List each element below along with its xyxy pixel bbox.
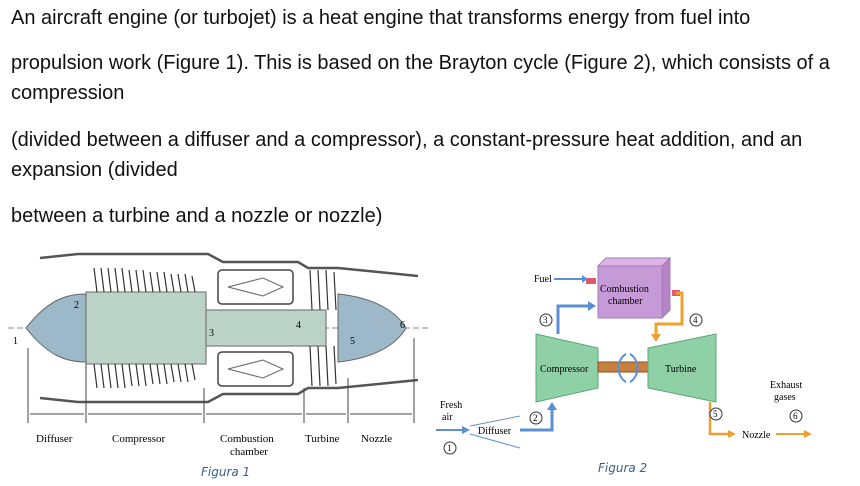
flow-diffuser-to-compressor [520,408,554,432]
station-3-circle [539,313,553,327]
figure-2-caption: Figura 2 [598,461,647,475]
figure-2-brayton-diagram: Combustion chamber Fuel 3 4 Compressor T… [436,256,812,475]
paragraph-line-4: (divided between a diffuser and a compre… [11,129,803,151]
casing-bottom [39,378,419,404]
shaft-rotation-icon [617,353,639,383]
label-diffuser: Diffuser [36,433,73,445]
station-2-circle [529,411,543,425]
combustion-box-top [596,257,672,267]
station-6-circle [789,409,803,423]
f2-combustion-2: chamber [608,296,643,307]
station-4-label: 4 [296,320,301,331]
combustor-can-top [217,269,294,305]
paragraph-line-2: propulsion work (Figure 1). This is base… [11,52,830,74]
f2-station-6: 6 [793,411,798,421]
flame-top [227,277,285,297]
station-6-label: 6 [400,320,405,331]
flow-arrowhead-4 [651,334,661,342]
combustion-chamber-box [597,265,663,319]
fuel-injector [586,278,596,284]
station-3-label: 3 [209,328,214,339]
compressor-blades [93,267,196,389]
f2-turbine: Turbine [665,364,697,375]
paragraph-line-6: between a turbine and a nozzle or nozzle… [11,205,383,227]
label-nozzle: Nozzle [361,433,392,445]
f2-station-4: 4 [693,315,698,325]
flow-arrowhead-5 [728,430,736,438]
diffuser-walls [469,415,521,449]
label-combustion-2: chamber [230,446,268,458]
shaft [205,309,327,347]
f2-station-1: 1 [447,443,452,453]
f2-combustion-1: Combustion [600,284,649,295]
exhaust-arrowhead [804,430,812,438]
station-2-label: 2 [74,300,79,311]
label-turbine: Turbine [305,433,340,445]
compressor-shape [535,333,599,403]
f2-diffuser: Diffuser [478,426,512,437]
tail-cone [337,293,407,363]
casing-top [39,252,419,278]
station-1-circle [443,441,457,455]
flow-combustor-to-turbine [654,291,684,336]
flow-compressor-to-combustor [556,304,590,334]
f2-station-5: 5 [713,409,718,419]
combustor-can-bottom [217,351,294,387]
figure-1-caption: Figura 1 [201,465,250,479]
f2-fresh-2: air [442,412,453,423]
figure-1-turbojet-diagram: 1 2 3 4 5 6 Diffuser Compressor Combusti… [8,252,428,479]
section-divider-lines [27,338,415,423]
label-compressor: Compressor [112,433,166,445]
flame-bottom [227,359,285,379]
turbine-shape [647,333,717,403]
f2-shaft [597,361,649,373]
paragraph-line-1: An aircraft engine (or turbojet) is a he… [11,7,751,29]
paragraph-line-3: compression [11,82,125,104]
station-5-circle [709,407,723,421]
compressor-body [85,291,207,365]
paragraph-line-5: expansion (divided [11,159,178,181]
flow-arrowhead-2 [547,402,557,410]
turbine-blades [309,269,337,387]
label-combustion-1: Combustion [220,433,274,445]
f2-fuel-label: Fuel [534,274,552,285]
f2-fresh-1: Fresh [440,400,462,411]
f2-compressor: Compressor [540,364,589,375]
fuel-arrowhead [582,275,588,283]
f2-station-2: 2 [533,413,538,423]
f2-station-3: 3 [543,315,548,325]
flow-arrowhead-3 [588,301,596,311]
fresh-air-arrowhead [462,426,470,434]
station-1-label: 1 [13,336,18,347]
station-4-circle [689,313,703,327]
f2-exhaust-1: Exhaust [770,380,802,391]
f2-nozzle: Nozzle [742,430,771,441]
f2-exhaust-2: gases [774,392,796,403]
station-5-label: 5 [350,336,355,347]
combustion-box-side [661,256,671,320]
